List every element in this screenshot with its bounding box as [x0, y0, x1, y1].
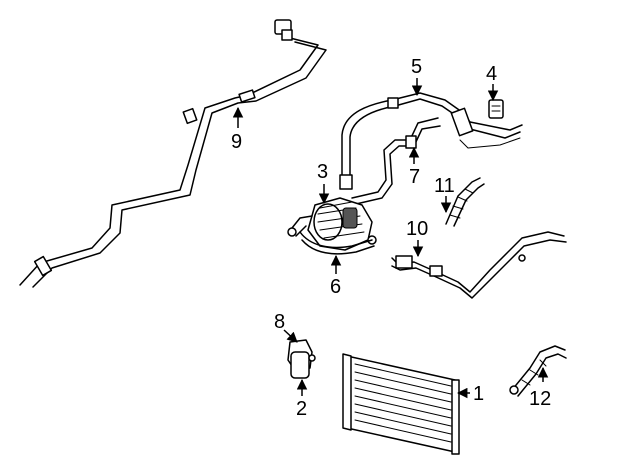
svg-text:9: 9 [231, 131, 242, 153]
callout-7: 7 [408, 146, 420, 188]
callout-11: 11 [434, 175, 455, 214]
svg-text:4: 4 [486, 63, 497, 85]
compressor-hose-part[interactable] [299, 231, 375, 255]
callout-6: 6 [330, 254, 342, 298]
rear-ac-line-part[interactable] [19, 19, 327, 288]
svg-text:7: 7 [409, 166, 420, 188]
pressure-switch-part[interactable] [488, 99, 504, 119]
svg-text:6: 6 [330, 276, 341, 298]
callout-1: 1 [456, 383, 484, 405]
liquid-line-part[interactable] [391, 231, 567, 299]
svg-text:10: 10 [406, 218, 428, 240]
suction-line-part[interactable] [351, 117, 441, 205]
callout-4: 4 [486, 63, 499, 102]
svg-text:2: 2 [296, 398, 307, 420]
callout-8: 8 [274, 311, 298, 343]
svg-text:12: 12 [529, 388, 551, 410]
discharge-hose-part[interactable] [339, 92, 523, 190]
liquid-hose-part[interactable] [445, 177, 485, 227]
receiver-drier-part[interactable] [287, 339, 316, 379]
svg-text:5: 5 [411, 56, 422, 78]
callout-3: 3 [317, 161, 330, 205]
svg-text:3: 3 [317, 161, 328, 183]
compressor-part[interactable] [287, 197, 377, 251]
callout-9: 9 [231, 106, 244, 153]
svg-text:8: 8 [274, 311, 285, 333]
svg-text:11: 11 [434, 175, 455, 197]
condenser-hose-part[interactable] [509, 345, 567, 397]
callout-12: 12 [529, 366, 551, 410]
svg-text:1: 1 [473, 383, 484, 405]
condenser-part[interactable] [342, 353, 460, 455]
callout-5: 5 [411, 56, 423, 97]
callout-10: 10 [406, 218, 428, 258]
callout-2: 2 [296, 378, 308, 420]
